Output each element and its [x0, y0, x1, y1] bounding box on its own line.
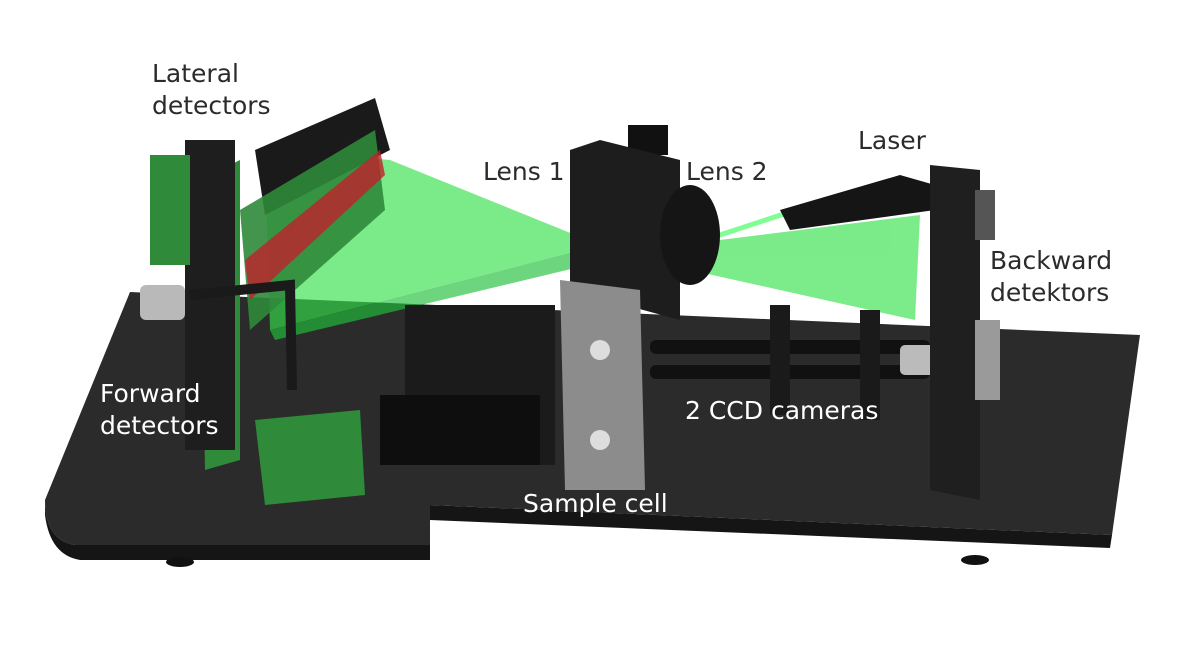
label-lens-2: Lens 2	[686, 157, 768, 186]
label-lateral-line2: detectors	[152, 91, 271, 120]
pcb-board	[255, 410, 365, 505]
sample-cell-port-bottom	[590, 430, 610, 450]
label-backward-line1: Backward	[990, 246, 1113, 275]
label-laser: Laser	[858, 126, 926, 155]
label-backward-line2: detektors	[990, 278, 1110, 307]
ccd-cameras	[650, 305, 940, 420]
backward-detector	[930, 165, 1000, 500]
label-backward-detectors: Backward detektors	[990, 245, 1112, 309]
label-forward-line2: detectors	[100, 411, 219, 440]
label-ccd-cameras: 2 CCD cameras	[685, 396, 879, 425]
forward-detector-frame	[189, 279, 297, 391]
lens-housing	[380, 125, 720, 465]
label-sample-cell: Sample cell	[523, 489, 668, 518]
label-lens-1: Lens 1	[483, 157, 565, 186]
lateral-detector-panels	[140, 98, 390, 470]
label-lateral-detectors: Lateral detectors	[152, 58, 271, 122]
laser-device	[780, 175, 935, 230]
label-lateral-line1: Lateral	[152, 59, 239, 88]
sample-cell-plate	[560, 280, 645, 490]
label-forward-detectors: Forward detectors	[100, 378, 219, 442]
sample-cell-port-top	[590, 340, 610, 360]
label-forward-line1: Forward	[100, 379, 201, 408]
